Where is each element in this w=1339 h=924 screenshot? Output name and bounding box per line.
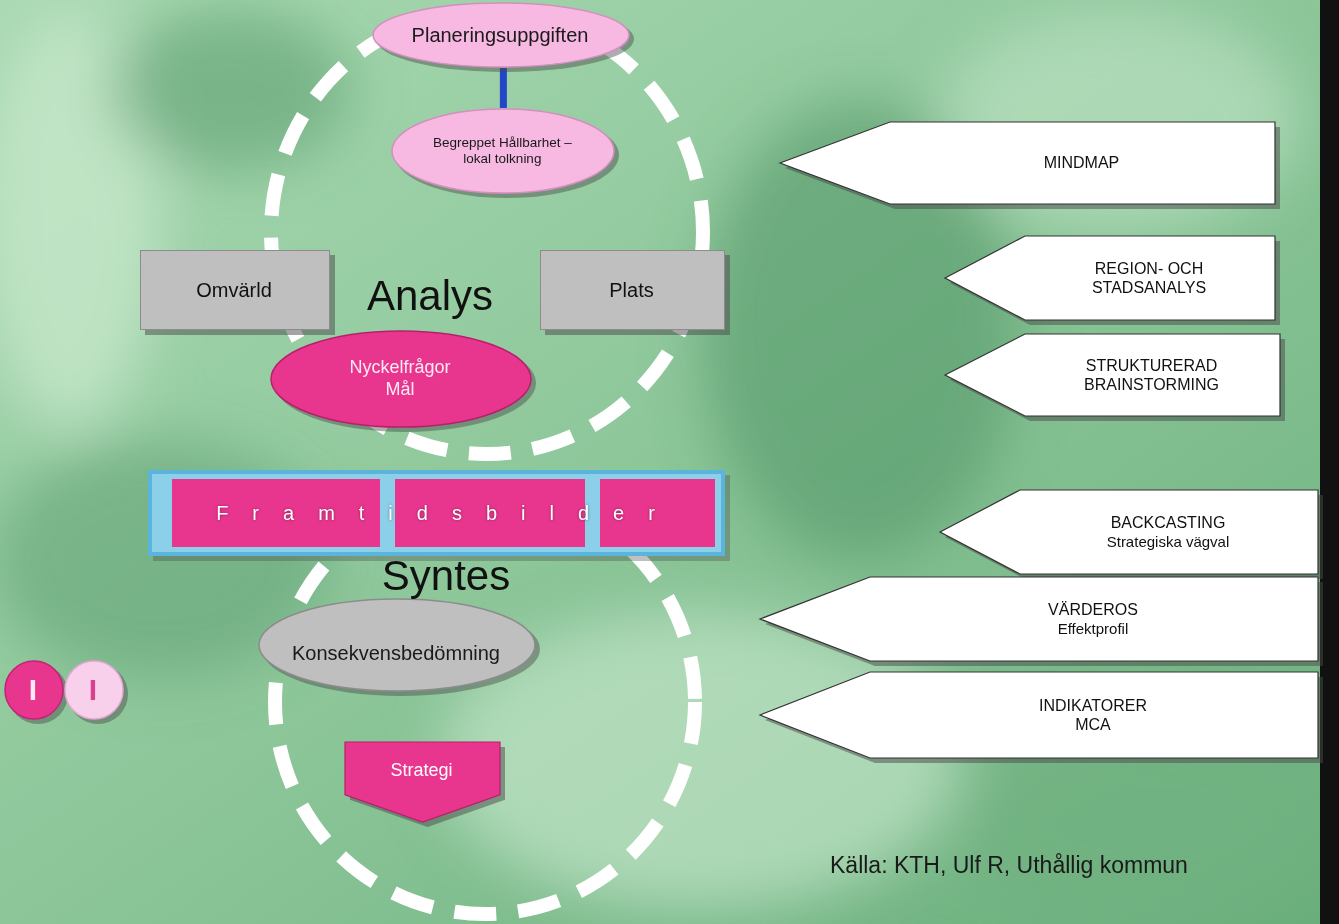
strategy-arrow: Strategi [345,742,500,822]
shape-fill [65,661,123,719]
method-callout: REGION- OCH STADSANALYS [945,236,1275,320]
place-box: Plats [540,250,725,330]
text-group: Omvärld [196,278,272,302]
text-group: Planeringsuppgiften [412,23,589,47]
phase-title: Analys [367,272,493,320]
text-group: Konsekvensbedömning [292,641,500,665]
text-group: STRUKTURERAD BRAINSTORMING [1052,356,1252,394]
node-label: Strategi [390,760,452,782]
node-label: INDIKATORER [1039,696,1147,715]
text-group: Framtidsbilder [192,501,679,525]
marker-circle: I [64,660,124,720]
text-group: I [29,672,37,708]
assessment-ellipse: Konsekvensbedömning [258,598,536,692]
method-callout: VÄRDEROSEffektprofil [760,577,1318,661]
task-ellipse: Planeringsuppgiften [372,2,630,68]
method-callout: MINDMAP [780,122,1275,204]
shape-fill [392,109,614,193]
node-shape [345,742,500,822]
node-shape [945,236,1275,320]
method-callout: STRUKTURERAD BRAINSTORMING [945,334,1280,416]
text-group: REGION- OCH STADSANALYS [1049,259,1249,297]
shape-fill [141,251,330,330]
node-shape [945,334,1280,416]
dark-edge-strip [1320,0,1339,924]
node-label: BACKCASTING [1111,513,1226,532]
shape-fill [345,742,500,822]
node-label: I [29,672,37,708]
shape-fill [780,122,1275,204]
text-group: MINDMAP [1044,153,1120,172]
node-label: Plats [609,278,653,302]
shape-fill [760,577,1318,661]
node-label: Planeringsuppgiften [412,23,589,47]
method-callout: INDIKATORERMCA [760,672,1318,758]
node-shape [940,490,1318,574]
node-sublabel: Strategiska vägval [1107,533,1230,551]
node-sublabel: Effektprofil [1058,620,1129,638]
node-label: Nyckelfrågor Mål [335,357,465,400]
node-label: Konsekvensbedömning [292,641,500,665]
shape-fill [271,331,531,427]
shape-fill [373,3,629,67]
node-label: Omvärld [196,278,272,302]
text-group: Strategi [390,760,452,782]
text-group: BACKCASTINGStrategiska vägval [1107,513,1230,550]
node-sublabel: MCA [1075,715,1111,734]
node-label: Begreppet Hållbarhet – lokal tolkning [420,135,585,167]
shape-fill [945,236,1275,320]
source-note: Källa: KTH, Ulf R, Uthållig kommun [830,852,1188,879]
node-label: I [89,672,97,708]
future-band: Framtidsbilder [148,470,725,556]
phase-title: Syntes [382,552,510,600]
shape-fill [940,490,1318,574]
node-label: MINDMAP [1044,153,1120,172]
shape-fill [760,672,1318,758]
node-label: Framtidsbilder [192,501,679,525]
shape-fill [945,334,1280,416]
text-group: Begreppet Hållbarhet – lokal tolkning [420,135,585,167]
node-shape [760,577,1318,661]
analysis-dashed-circle [271,10,703,454]
goals-ellipse: Nyckelfrågor Mål [270,330,532,428]
text-group: INDIKATORERMCA [1039,696,1147,734]
connector-line [500,68,507,108]
node-shape [760,672,1318,758]
node-label: STRUKTURERAD BRAINSTORMING [1052,356,1252,394]
node-shape [780,122,1275,204]
node-label: REGION- OCH STADSANALYS [1049,259,1249,297]
shape-fill [5,661,63,719]
text-group: I [89,672,97,708]
concept-ellipse: Begreppet Hållbarhet – lokal tolkning [391,108,615,194]
marker-circle: I [4,660,64,720]
shape-fill [150,472,723,554]
text-group: VÄRDEROSEffektprofil [1048,600,1138,637]
text-group: Plats [609,278,653,302]
text-group: Nyckelfrågor Mål [335,357,465,400]
shape-fill [541,251,725,330]
method-callout: BACKCASTINGStrategiska vägval [940,490,1318,574]
photo-blobs [0,10,1330,920]
context-box: Omvärld [140,250,330,330]
node-label: VÄRDEROS [1048,600,1138,619]
shape-fill [259,599,535,691]
